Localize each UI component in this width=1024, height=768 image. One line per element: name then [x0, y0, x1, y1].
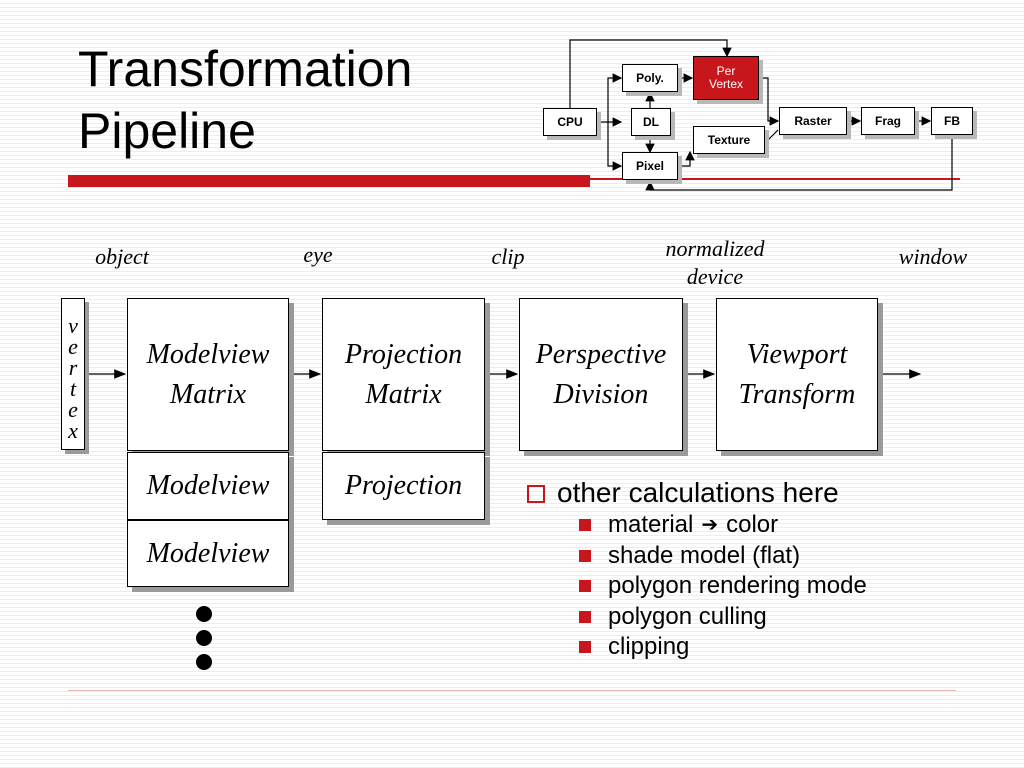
- ellipsis-dot: [196, 606, 212, 622]
- vertex-box: v e r t e x: [61, 298, 85, 450]
- frag-box: Frag: [861, 107, 915, 135]
- per-vertex-line-1: Per: [716, 64, 736, 78]
- modelview-matrix-line-1: Modelview: [146, 338, 270, 370]
- modelview-matrix-box: Modelview Matrix: [127, 298, 289, 451]
- title-line-2: Pipeline: [78, 103, 256, 159]
- modelview-stack-label: Modelview: [146, 537, 270, 569]
- space-label-clip: clip: [491, 244, 525, 269]
- perspective-division-line-2: Division: [553, 378, 649, 410]
- normalized-line-2: device: [686, 264, 744, 289]
- viewport-transform-box: Viewport Transform: [716, 298, 878, 451]
- per-vertex-box: Per Vertex: [693, 56, 759, 100]
- square-bullet-icon: [579, 580, 591, 593]
- bullet-sub: clipping: [579, 632, 867, 663]
- texture-label: Texture: [707, 132, 751, 147]
- pixel-label: Pixel: [635, 158, 665, 173]
- calculations-list: other calculations here material ➔ color…: [527, 476, 867, 663]
- normalized-line-1: normalized: [665, 236, 765, 261]
- ellipsis-dot: [196, 654, 212, 670]
- viewport-transform-line-1: Viewport: [746, 338, 848, 370]
- vertex-letter: e: [68, 334, 78, 359]
- bullet-main-text: other calculations here: [557, 477, 839, 508]
- projection-matrix-line-1: Projection: [344, 338, 463, 370]
- dl-box: DL: [631, 108, 671, 136]
- modelview-matrix-line-2: Matrix: [169, 378, 247, 410]
- square-bullet-icon: [579, 519, 591, 532]
- perspective-division-box: Perspective Division: [519, 298, 683, 451]
- raster-label: Raster: [794, 113, 832, 128]
- bullet-sub-text-2: color: [726, 511, 779, 538]
- perspective-division-line-1: Perspective: [535, 338, 667, 370]
- space-label-eye: eye: [303, 242, 333, 267]
- vertex-letter: x: [68, 418, 78, 443]
- projection-matrix-box: Projection Matrix: [322, 298, 485, 451]
- title-underline-thin: [590, 178, 960, 180]
- raster-box: Raster: [779, 107, 847, 135]
- poly-box: Poly.: [622, 64, 678, 92]
- projection-matrix-line-2: Matrix: [365, 378, 442, 410]
- bullet-sub: polygon rendering mode: [579, 571, 867, 602]
- page-title: Transformation Pipeline: [78, 38, 412, 162]
- viewport-transform-line-2: Transform: [738, 378, 856, 410]
- space-label-window: window: [898, 244, 968, 269]
- square-bullet-icon: [579, 610, 591, 623]
- vertex-letter: v: [68, 313, 78, 338]
- vertex-letter: r: [68, 355, 78, 380]
- hollow-square-bullet-icon: [527, 485, 545, 503]
- ellipsis-dot: [196, 630, 212, 646]
- space-label-object: object: [95, 244, 149, 269]
- per-vertex-line-2: Vertex: [708, 77, 744, 91]
- vertex-letter: e: [68, 397, 78, 422]
- bullet-sub-text: polygon rendering mode: [608, 572, 867, 599]
- title-underline-bar: [68, 175, 590, 187]
- stack-ellipsis: [196, 606, 212, 670]
- right-arrow-icon: ➔: [701, 514, 719, 536]
- bullet-sub-text: shade model (flat): [608, 541, 801, 569]
- pixel-box: Pixel: [622, 152, 678, 180]
- bullet-main: other calculations here: [527, 476, 867, 510]
- bullet-sub-text: polygon culling: [608, 602, 767, 630]
- vertex-letter: t: [69, 376, 77, 401]
- square-bullet-icon: [579, 549, 591, 562]
- space-label-normalized-device: normalized device: [640, 235, 790, 291]
- bullet-sub: polygon culling: [579, 602, 867, 633]
- title-line-1: Transformation: [78, 41, 413, 97]
- projection-stack-label: Projection: [344, 470, 463, 501]
- footer-divider: [68, 690, 956, 691]
- bullet-sub: shade model (flat): [579, 541, 867, 572]
- projection-stack-box: Projection: [322, 452, 485, 520]
- modelview-stack-box-2: Modelview: [127, 520, 289, 587]
- cpu-box: CPU: [543, 108, 597, 136]
- fb-box: FB: [931, 107, 973, 135]
- texture-box: Texture: [693, 126, 765, 154]
- square-bullet-icon: [579, 641, 591, 654]
- dl-label: DL: [643, 114, 659, 129]
- bullet-sub-text: clipping: [608, 633, 690, 660]
- bullet-sub: material ➔ color: [579, 510, 867, 541]
- poly-label: Poly.: [636, 70, 664, 85]
- modelview-stack-label: Modelview: [146, 470, 270, 501]
- frag-label: Frag: [874, 113, 901, 128]
- fb-label: FB: [944, 113, 960, 128]
- bullet-sub-text: material: [608, 511, 694, 538]
- cpu-label: CPU: [557, 114, 583, 129]
- modelview-stack-box-1: Modelview: [127, 452, 289, 520]
